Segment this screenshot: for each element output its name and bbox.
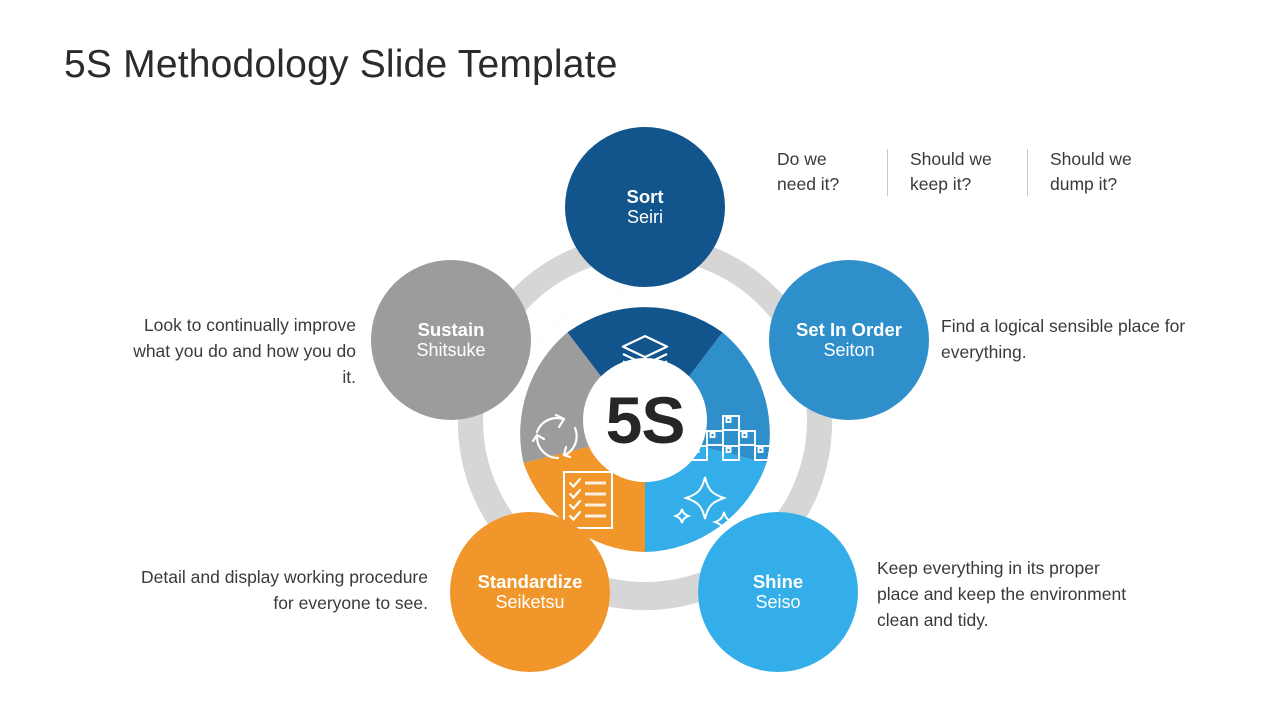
stacked-boxes-icon bbox=[690, 415, 772, 461]
checklist-icon bbox=[563, 471, 613, 529]
question-line-1: Do we bbox=[777, 149, 827, 169]
donut-segment-sort bbox=[567, 307, 723, 387]
lobe-shine[interactable]: Shine Seiso bbox=[698, 512, 858, 672]
description-shine: Keep everything in its proper place and … bbox=[877, 558, 1127, 630]
questions-row: Do we need it? Should we keep it? Should… bbox=[777, 147, 1160, 197]
lobe-label-jp: Seiketsu bbox=[495, 592, 565, 613]
description-sustain: Look to continually improve what you do … bbox=[133, 315, 356, 387]
donut-segment-shine bbox=[645, 446, 767, 552]
lobe-label-jp: Seiri bbox=[626, 207, 663, 228]
description-standardize: Detail and display working procedure for… bbox=[141, 567, 428, 613]
lobe-set-in-order[interactable]: Set In Order Seiton bbox=[769, 260, 929, 420]
question-divider bbox=[887, 149, 888, 196]
layers-icon bbox=[621, 335, 669, 373]
question-line-1: Should we bbox=[1050, 149, 1132, 169]
lobe-label-jp: Seiso bbox=[755, 592, 801, 613]
recycle-arrows-icon bbox=[531, 413, 578, 460]
lobe-label-en: Set In Order bbox=[796, 318, 902, 340]
question-line-1: Should we bbox=[910, 149, 992, 169]
question-line-2: keep it? bbox=[910, 174, 972, 194]
center-label-text: 5S bbox=[605, 383, 686, 457]
lobe-standardize[interactable]: Standardize Seiketsu bbox=[450, 512, 610, 672]
question-line-2: need it? bbox=[777, 174, 840, 194]
donut-segment-standardize bbox=[523, 446, 645, 552]
lobe-label-en: Sort bbox=[626, 185, 664, 207]
description-set-in-order: Find a logical sensible place for everyt… bbox=[941, 316, 1186, 362]
lobe-label-en: Sustain bbox=[417, 318, 485, 340]
lobe-label-en: Shine bbox=[752, 570, 804, 592]
lobe-sustain[interactable]: Sustain Shitsuke bbox=[371, 260, 531, 420]
question-line-2: dump it? bbox=[1050, 174, 1118, 194]
inner-donut bbox=[520, 307, 770, 552]
question-item-1: Should we keep it? bbox=[910, 147, 1005, 197]
question-divider bbox=[1027, 149, 1028, 196]
question-item-0: Do we need it? bbox=[777, 147, 865, 197]
question-item-2: Should we dump it? bbox=[1050, 147, 1160, 197]
donut-hub bbox=[583, 358, 707, 482]
page-title: 5S Methodology Slide Template bbox=[64, 43, 618, 86]
center-label: 5S bbox=[565, 378, 725, 462]
lobe-sort[interactable]: Sort Seiri bbox=[565, 127, 725, 287]
lobe-label-jp: Seiton bbox=[823, 340, 875, 361]
diagram-svg bbox=[457, 234, 833, 611]
lobe-label-jp: Shitsuke bbox=[416, 340, 486, 361]
five-s-diagram: Sort Seiri Set In Order Seiton Shine Sei… bbox=[360, 127, 930, 675]
lobe-label-en: Standardize bbox=[477, 570, 583, 592]
